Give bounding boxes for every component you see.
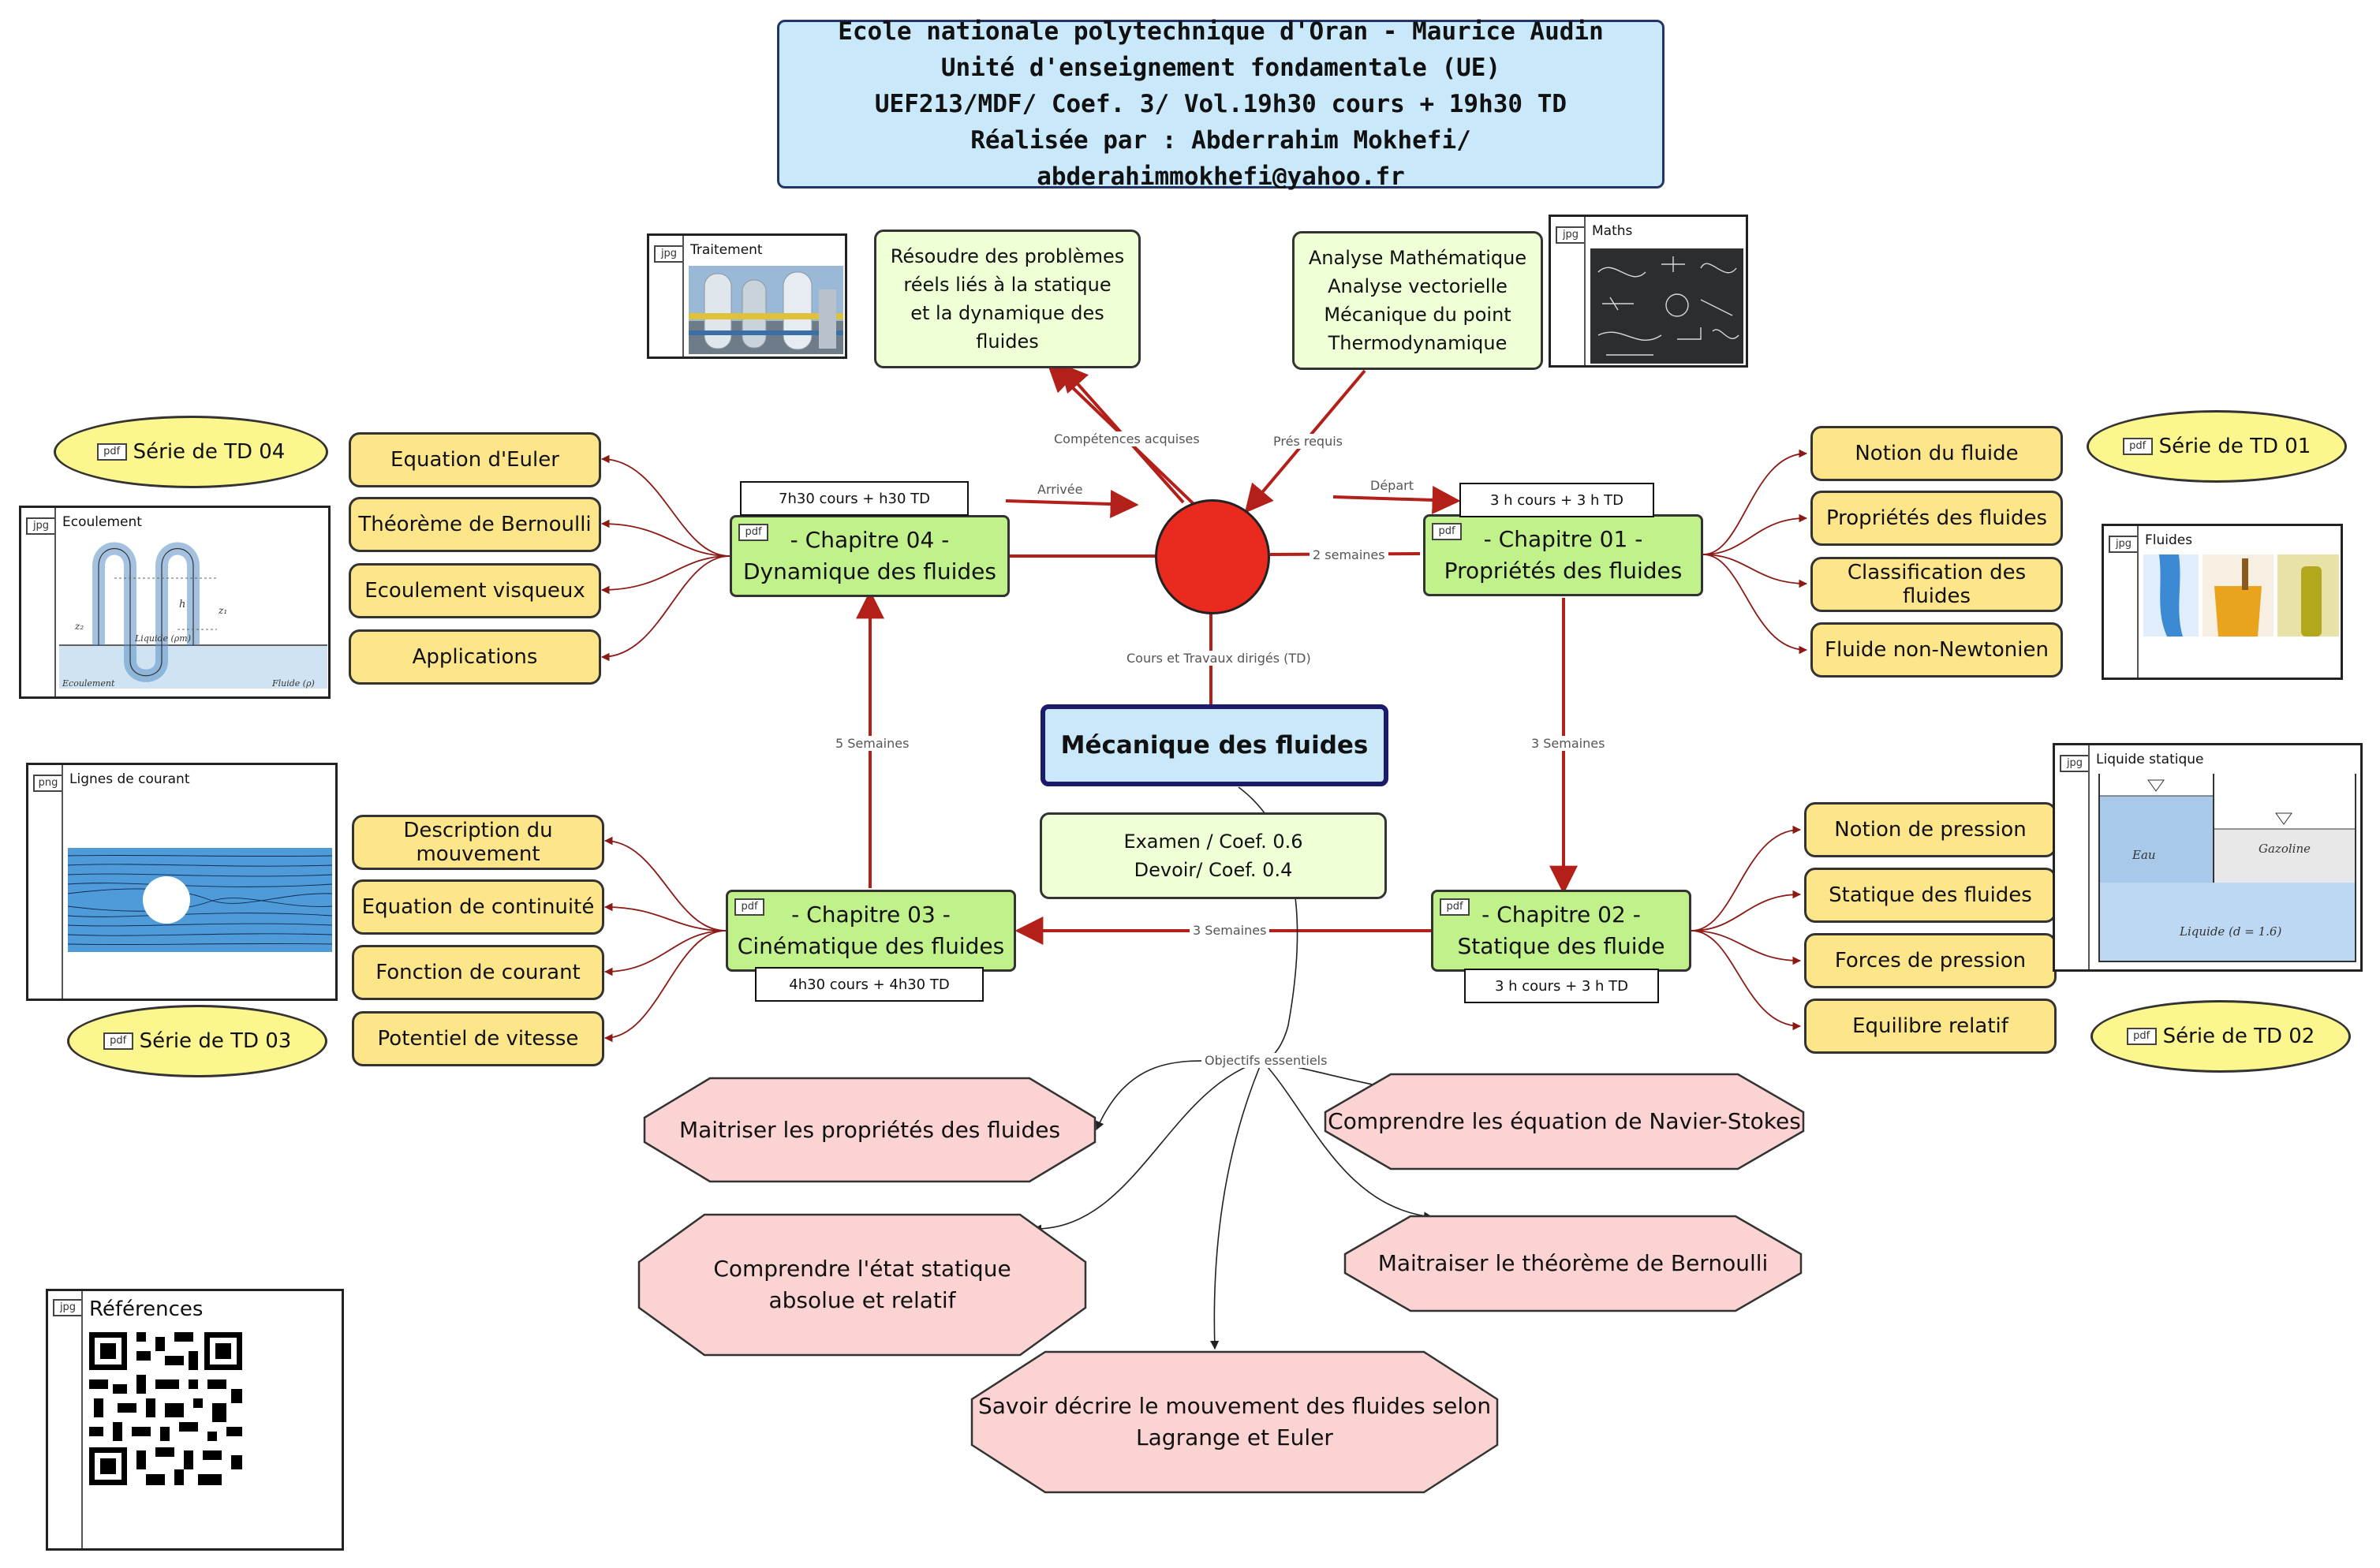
label-deux-semaines: 2 semaines xyxy=(1310,547,1388,562)
chapter-01[interactable]: pdf - Chapitre 01 - Propriétés des fluid… xyxy=(1423,514,1703,596)
topic-theoreme-bernoulli[interactable]: Théorème de Bernoulli xyxy=(349,497,601,552)
static-liquid-diagram: Eau Gazoline Liquide (d = 1.6) xyxy=(2098,774,2356,962)
label-z1: z₁ xyxy=(218,605,227,616)
label-gazoline: Gazoline xyxy=(2259,842,2311,856)
topic-equation-euler[interactable]: Equation d'Euler xyxy=(349,432,601,487)
pdf-icon[interactable]: pdf xyxy=(734,898,764,916)
topic-classification-fluides[interactable]: Classification des fluides xyxy=(1810,557,2063,612)
objective-lagrange-euler[interactable]: Savoir décrire le mouvement des fluides … xyxy=(970,1350,1499,1494)
topic-equilibre-relatif[interactable]: Equilibre relatif xyxy=(1804,999,2057,1054)
image-lignes-courant[interactable]: png Lignes de courant xyxy=(26,763,338,1001)
label-eau: Eau xyxy=(2132,848,2156,862)
label-z2: z₂ xyxy=(74,621,84,632)
image-fluides[interactable]: jpg Fluides xyxy=(2102,524,2343,680)
objective-navier-stokes[interactable]: Comprendre les équation de Navier-Stokes xyxy=(1324,1073,1805,1170)
label-h: h xyxy=(179,599,185,610)
topic-notion-pression[interactable]: Notion de pression xyxy=(1804,802,2057,857)
chapter-02-time: 3 h cours + 3 h TD xyxy=(1464,969,1659,1003)
label-depart: Départ xyxy=(1367,478,1417,493)
objective-proprietes[interactable]: Maitriser les propriétés des fluides xyxy=(643,1077,1097,1183)
image-references[interactable]: jpg Références xyxy=(46,1289,344,1551)
jpg-icon: jpg xyxy=(1556,226,1586,244)
pdf-icon: pdf xyxy=(96,443,127,461)
jpg-icon: jpg xyxy=(2109,536,2139,553)
topic-notion-fluide[interactable]: Notion du fluide xyxy=(1810,426,2063,481)
pdf-icon: pdf xyxy=(103,1032,133,1050)
label-fluide: Fluide (ρ) xyxy=(271,678,315,689)
topic-applications[interactable]: Applications xyxy=(349,629,601,685)
topic-fonction-courant[interactable]: Fonction de courant xyxy=(352,945,604,1000)
topic-equation-continuite[interactable]: Equation de continuité xyxy=(352,879,604,935)
pdf-icon[interactable]: pdf xyxy=(1432,523,1462,540)
chapter-04[interactable]: pdf - Chapitre 04 - Dynamique des fluide… xyxy=(730,515,1010,597)
prerequis-box[interactable]: Analyse Mathématique Analyse vectorielle… xyxy=(1292,231,1543,370)
chapter-04-time: 7h30 cours + h30 TD xyxy=(740,481,969,516)
industrial-plant-picture xyxy=(689,266,843,354)
topic-statique-fluides[interactable]: Statique des fluides xyxy=(1804,868,2057,923)
label-cours-td: Cours et Travaux dirigés (TD) xyxy=(1123,651,1314,666)
topic-potentiel-vitesse[interactable]: Potentiel de vitesse xyxy=(352,1011,604,1066)
topic-ecoulement-visqueux[interactable]: Ecoulement visqueux xyxy=(349,563,601,618)
chapter-02[interactable]: pdf - Chapitre 02 - Statique des fluide xyxy=(1431,890,1691,972)
image-maths[interactable]: jpg Maths xyxy=(1549,215,1748,368)
topic-description-mouvement[interactable]: Description du mouvement xyxy=(352,815,604,870)
chapter-01-time: 3 h cours + 3 h TD xyxy=(1459,483,1654,517)
objective-etat-statique[interactable]: Comprendre l'état statique absolue et re… xyxy=(637,1213,1087,1357)
teaching-unit: Unité d'enseignement fondamentale (UE) xyxy=(940,54,1501,82)
label-trois-semaines-droite: 3 Semaines xyxy=(1528,736,1608,751)
label-cinq-semaines: 5 Semaines xyxy=(832,736,913,751)
jpg-icon: jpg xyxy=(654,245,684,263)
author: Réalisée par : Abderrahim Mokhefi/ abder… xyxy=(970,126,1471,191)
image-ecoulement[interactable]: jpg Ecoulement h z₂ z₁ Liquide (ρm) Ecou… xyxy=(19,506,331,699)
jpg-icon: jpg xyxy=(26,517,56,535)
central-topic[interactable]: Mécanique des fluides xyxy=(1041,704,1388,786)
course-title-box: Ecole nationale polytechnique d'Oran - M… xyxy=(777,17,1665,191)
pdf-icon[interactable]: pdf xyxy=(738,524,768,541)
label-ecoulement: Ecoulement xyxy=(62,678,115,689)
fluids-picture xyxy=(2143,554,2339,637)
jpg-icon: jpg xyxy=(2060,755,2090,772)
evaluation-box[interactable]: Examen / Coef. 0.6 Devoir/ Coef. 0.4 xyxy=(1040,812,1387,899)
streamlines-picture xyxy=(68,848,332,952)
png-icon: png xyxy=(33,775,63,792)
label-liquide: Liquide (d = 1.6) xyxy=(2179,924,2281,939)
topic-proprietes-fluides[interactable]: Propriétés des fluides xyxy=(1810,491,2063,546)
image-traitement[interactable]: jpg Traitement xyxy=(647,233,847,359)
course-hub[interactable] xyxy=(1155,499,1270,614)
objective-bernoulli[interactable]: Maitraiser le théorème de Bernoulli xyxy=(1343,1215,1803,1312)
pdf-icon[interactable]: pdf xyxy=(1440,898,1470,916)
pdf-icon: pdf xyxy=(2122,438,2153,455)
topic-fluide-non-newtonien[interactable]: Fluide non-Newtonien xyxy=(1810,622,2063,678)
competences-box[interactable]: Résoudre des problèmes réels liés à la s… xyxy=(874,230,1141,368)
chapter-03-time: 4h30 cours + 4h30 TD xyxy=(755,967,984,1002)
pdf-icon: pdf xyxy=(2126,1028,2157,1045)
label-liquide-pm: Liquide (ρm) xyxy=(134,633,191,644)
label-trois-semaines-bas: 3 Semaines xyxy=(1190,923,1270,938)
qr-code-icon xyxy=(89,1332,242,1485)
topic-forces-pression[interactable]: Forces de pression xyxy=(1804,933,2057,988)
label-prerequis: Prés requis xyxy=(1270,434,1347,449)
blackboard-picture xyxy=(1590,248,1743,364)
chapter-03[interactable]: pdf - Chapitre 03 - Cinématique des flui… xyxy=(726,890,1016,972)
image-liquide-statique[interactable]: jpg Liquide statique Eau Gazoline Liquid… xyxy=(2053,743,2363,972)
label-competences: Compétences acquises xyxy=(1051,431,1203,446)
school-name: Ecole nationale polytechnique d'Oran - M… xyxy=(838,17,1604,46)
label-arrivee: Arrivée xyxy=(1034,482,1086,497)
label-objectifs: Objectifs essentiels xyxy=(1201,1053,1331,1068)
venturi-diagram: h z₂ z₁ Liquide (ρm) Ecoulement Fluide (… xyxy=(59,542,327,689)
jpg-icon: jpg xyxy=(53,1299,83,1316)
course-code: UEF213/MDF/ Coef. 3/ Vol.19h30 cours + 1… xyxy=(874,90,1567,118)
